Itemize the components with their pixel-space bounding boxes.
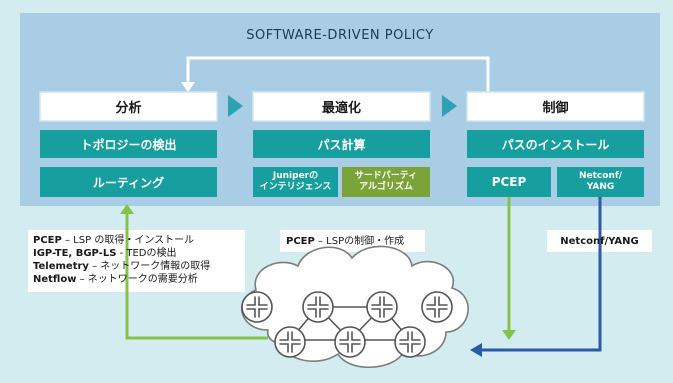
router-icon [366, 291, 398, 323]
box-third-party-algorithm [342, 167, 430, 197]
pcep-note-desc: – LSPの制御・作成 [314, 236, 405, 247]
box-path-install [467, 130, 644, 158]
pcep-control-note: PCEP – LSPの制御・作成 [286, 235, 404, 248]
green-arrow-network-to-routing [125, 214, 268, 340]
router-icon [241, 291, 273, 323]
netconf-yang-note: Netconf/YANG [560, 235, 639, 247]
label-path-install: パスのインストール [501, 137, 610, 152]
step-box-analysis [39, 91, 218, 122]
label-pcep: PCEP [491, 175, 527, 189]
protocol-name: Netflow [33, 274, 77, 285]
router-icon [302, 291, 334, 323]
router-icon [394, 326, 426, 358]
label-netconf-yang: Netconf/ YANG [557, 167, 644, 197]
protocol-note-telemetry: Telemetry – ネットワーク情報の取得 [33, 260, 210, 273]
step-box-control [466, 91, 645, 122]
protocol-desc: - TEDの検出 [116, 248, 177, 259]
protocol-note-netflow: Netflow – ネットワークの需要分析 [33, 273, 198, 286]
protocol-name: Telemetry [33, 261, 89, 272]
router-icon [274, 326, 306, 358]
juniper-line-1: Juniperの [272, 171, 319, 181]
step-box-optimization [252, 91, 431, 122]
blue-arrow-netconf-to-network [480, 197, 602, 352]
box-topology-detection [40, 130, 217, 158]
step-label-analysis: 分析 [115, 101, 142, 116]
pcep-note-name: PCEP [286, 236, 315, 247]
protocol-name: PCEP [33, 235, 62, 246]
third-party-line-1: サードパーティ [354, 171, 418, 181]
protocol-desc: – ネットワークの需要分析 [76, 274, 198, 285]
protocol-notes-box [28, 230, 245, 292]
box-juniper-intelligence [253, 167, 338, 197]
protocol-desc: – ネットワーク情報の取得 [88, 261, 211, 272]
juniper-line-2: インテリジェンス [259, 182, 332, 192]
box-routing [40, 167, 217, 197]
netconf-line-2: YANG [586, 182, 615, 192]
box-pcep [467, 167, 551, 197]
label-topology-detection: トポロジーの検出 [80, 137, 177, 152]
protocol-note-pcep: PCEP – LSP の取得・インストール [33, 234, 194, 247]
label-routing: ルーティング [92, 175, 165, 190]
router-icon [421, 291, 453, 323]
feedback-loop-arrow [186, 56, 490, 92]
protocol-desc: – LSP の取得・インストール [61, 235, 195, 246]
chevron-right-icon [442, 95, 457, 117]
box-netconf-yang [557, 167, 644, 197]
label-juniper-intelligence: Juniperの インテリジェンス [253, 167, 338, 197]
step-label-optimization: 最適化 [321, 101, 361, 116]
netconf-line-1: Netconf/ [578, 171, 623, 181]
label-path-calculation: パス計算 [317, 137, 366, 152]
box-path-calculation [253, 130, 430, 158]
label-third-party-algorithm: サードパーティ アルゴリズム [342, 167, 430, 197]
protocol-note-igp: IGP-TE, BGP-LS - TEDの検出 [33, 247, 177, 260]
router-icon [334, 326, 366, 358]
third-party-line-2: アルゴリズム [359, 182, 413, 192]
chevron-right-icon [228, 95, 243, 117]
protocol-name: IGP-TE, BGP-LS [33, 248, 117, 259]
diagram-title: SOFTWARE-DRIVEN POLICY [246, 27, 434, 43]
step-label-control: 制御 [542, 101, 569, 116]
